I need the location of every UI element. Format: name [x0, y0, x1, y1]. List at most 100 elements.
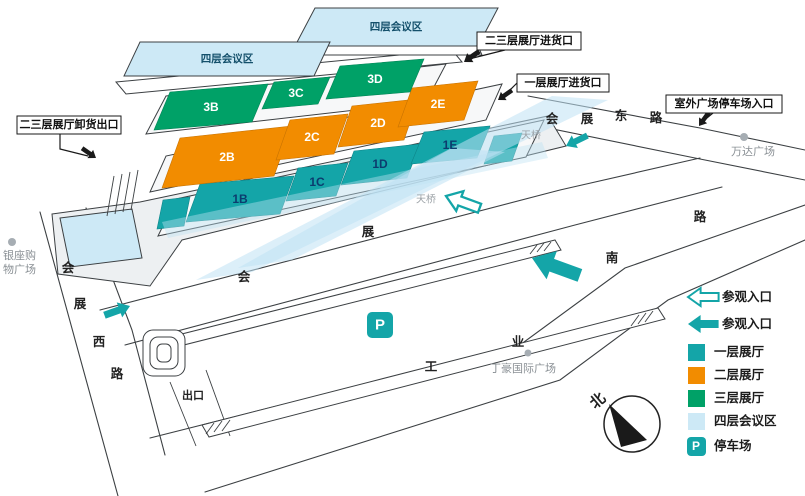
road-south-char-3: 路: [694, 209, 707, 224]
flow-band-front: [162, 142, 548, 238]
road-name-labels: 会 展 西 路 会 展 会 展 东 路 工 业 南 路: [62, 108, 707, 381]
legend-visitor-entrance-1-label: 参观入口: [722, 289, 772, 304]
visitor-flow-bands: [162, 96, 608, 280]
legend-floor1-swatch: [688, 344, 705, 361]
road-east-char-2: 东: [615, 108, 628, 123]
road-south-lower-edge: [204, 239, 805, 493]
legend-floor3-label: 三层展厅: [714, 391, 765, 405]
bridge-entrance-arrow-outline: [441, 184, 485, 220]
exit-lane-edge-a: [169, 381, 197, 447]
entrance-plaza: [59, 208, 143, 268]
hall-labels: 1B 1C 1D 1E 2B 2C 2D 2E 3B 3C 3D 四层会议区 四…: [201, 20, 458, 206]
dinghao-plaza-label: 丁豪国际广场: [490, 361, 556, 375]
hall-2c-label: 2C: [304, 130, 320, 144]
legend-parking-icon: [687, 437, 706, 456]
road-south-char-1: 业: [512, 334, 525, 349]
parking-icon-letter: P: [375, 317, 385, 334]
hall-2b: [161, 125, 293, 189]
parking-ramp: [142, 329, 186, 377]
hall-3d-label: 3D: [367, 72, 383, 86]
west-face-texture: [106, 169, 139, 217]
conference-left-label: 四层会议区: [201, 52, 254, 65]
callout-unload-exit-23-label: 二三层展厅卸货出口: [20, 117, 119, 131]
compass-north-label: 北: [587, 390, 609, 413]
hall-1c-label: 1C: [309, 175, 325, 189]
callout-goods-entrance-1: [516, 73, 610, 93]
hall-1e-label: 1E: [443, 138, 458, 152]
conference-top-label: 四层会议区: [370, 20, 423, 33]
hall-3b-label: 3B: [203, 100, 219, 114]
yinzuo-mall-label-line2: 物广场: [3, 262, 36, 276]
legend-floor2-swatch: [688, 367, 705, 384]
landmarks: 万达广场 银座购 物广场 丁豪国际广场: [3, 133, 775, 375]
yinzuo-mall-dot: [8, 238, 16, 246]
hall-1d-label: 1D: [372, 157, 388, 171]
road-east-char-0: 会: [546, 111, 559, 126]
legend-parking-label: 停车场: [714, 438, 752, 453]
east-bridge-arrow: [562, 129, 591, 153]
legend-floor3-swatch: [688, 390, 705, 407]
road-middle-char-0: 会: [238, 269, 251, 284]
road-east-char-1: 展: [581, 112, 594, 126]
hall-2d: [337, 98, 419, 148]
compass-needle: [609, 404, 647, 447]
ramp-inner: [156, 343, 172, 363]
conference-area-left: [123, 41, 331, 77]
hall-2c: [275, 113, 349, 161]
yinzuo-mall-label-line1: 银座购: [3, 248, 36, 262]
legend-floor2-label: 二层展厅: [714, 368, 765, 382]
callout-unload-exit-23: [16, 115, 122, 135]
unload23-arrow: [79, 144, 99, 163]
parking-icon-box: [367, 312, 393, 338]
wanda-plaza-label: 万达广场: [731, 144, 775, 158]
callout-goods-entrance-23: [476, 31, 582, 51]
hall-1-annex-left: [156, 196, 191, 230]
dinghao-plaza-dot: [524, 349, 532, 357]
road-east-char-3: 路: [650, 110, 663, 125]
road-middle-char-1: 展: [362, 225, 375, 239]
legend-arrow-solid-icon: [688, 315, 719, 333]
legend-parking-letter: P: [692, 439, 700, 453]
legend-arrow-outline-icon: [687, 287, 720, 307]
callout-outdoor-parking: [665, 94, 783, 114]
hall-1c: [285, 162, 349, 202]
hall-2b-label: 2B: [219, 150, 235, 164]
road-west-char-3: 路: [111, 366, 124, 381]
hall-2e: [397, 80, 479, 128]
road-west-char-2: 西: [93, 335, 106, 349]
hall-3b: [153, 83, 269, 131]
legend-visitor-entrance-2-label: 参观入口: [722, 316, 772, 331]
callout-goods-entrance-1-label: 一层展厅进货口: [525, 75, 602, 89]
hall-3c: [261, 76, 331, 110]
callouts: 二三层展厅进货口 一层展厅进货口 室外广场停车场入口 二三层展厅卸货出口: [16, 31, 783, 163]
legend-floor1-label: 一层展厅: [714, 345, 765, 359]
footbridge-label-2: 天桥: [416, 194, 436, 206]
road-west-outer-edge: [39, 211, 119, 496]
hall-1b-label: 1B: [232, 192, 248, 206]
callout-outdoor-parking-label: 室外广场停车场入口: [675, 96, 774, 110]
flow-band-2: [238, 148, 505, 268]
hall-2e-label: 2E: [431, 97, 446, 111]
road-south-char-0: 工: [425, 360, 438, 374]
road-west-char-1: 展: [74, 297, 87, 311]
legend: 参观入口 参观入口 一层展厅 二层展厅 三层展厅 四层会议区 P 停车场: [687, 287, 777, 456]
hall-1b: [185, 175, 295, 223]
legend-floor4-label: 四层会议区: [714, 413, 777, 428]
median-strip-upper: [149, 239, 562, 353]
compass-circle: [603, 395, 661, 453]
wanda-plaza-dot: [740, 133, 748, 141]
road-middle-lower-edge: [124, 186, 723, 346]
callout-goods-entrance-23-label: 二三层展厅进货口: [485, 33, 573, 47]
road-east-lower-edge: [537, 125, 805, 181]
compass: 北: [587, 390, 661, 453]
exit-label: 出口: [182, 388, 204, 402]
median-strip-lower-hatch: [205, 310, 654, 435]
road-west-char-0: 会: [62, 260, 75, 275]
road-south-char-2: 南: [606, 250, 619, 265]
hall-2d-label: 2D: [370, 116, 386, 130]
hall-3c-label: 3C: [288, 86, 304, 100]
parking-icon: P: [367, 312, 393, 338]
footbridge-label-1: 天桥: [521, 130, 541, 142]
